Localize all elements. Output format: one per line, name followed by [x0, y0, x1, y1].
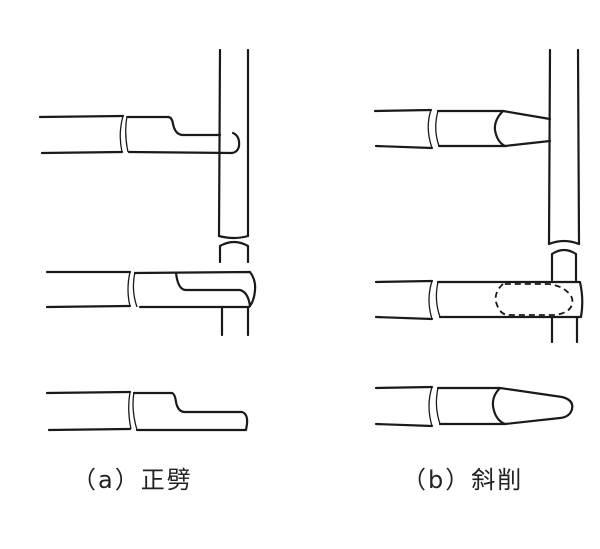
vertical-pole-a [217, 48, 250, 337]
caption-a: （a）正劈 [72, 466, 193, 494]
beam-a-top-inserted [38, 114, 241, 155]
beam-a-middle-joined [45, 270, 257, 309]
caption-b: （b）斜削 [402, 466, 524, 494]
beam-b-top-inserted [373, 108, 552, 150]
beam-b-bottom-tapered [374, 385, 574, 428]
vertical-pole-b [547, 48, 581, 344]
beam-b-middle-joined [374, 279, 584, 321]
panel-b-bevel-joint [373, 48, 584, 428]
beam-a-bottom-tenon [45, 390, 249, 432]
panel-a-split-joint [38, 48, 257, 432]
